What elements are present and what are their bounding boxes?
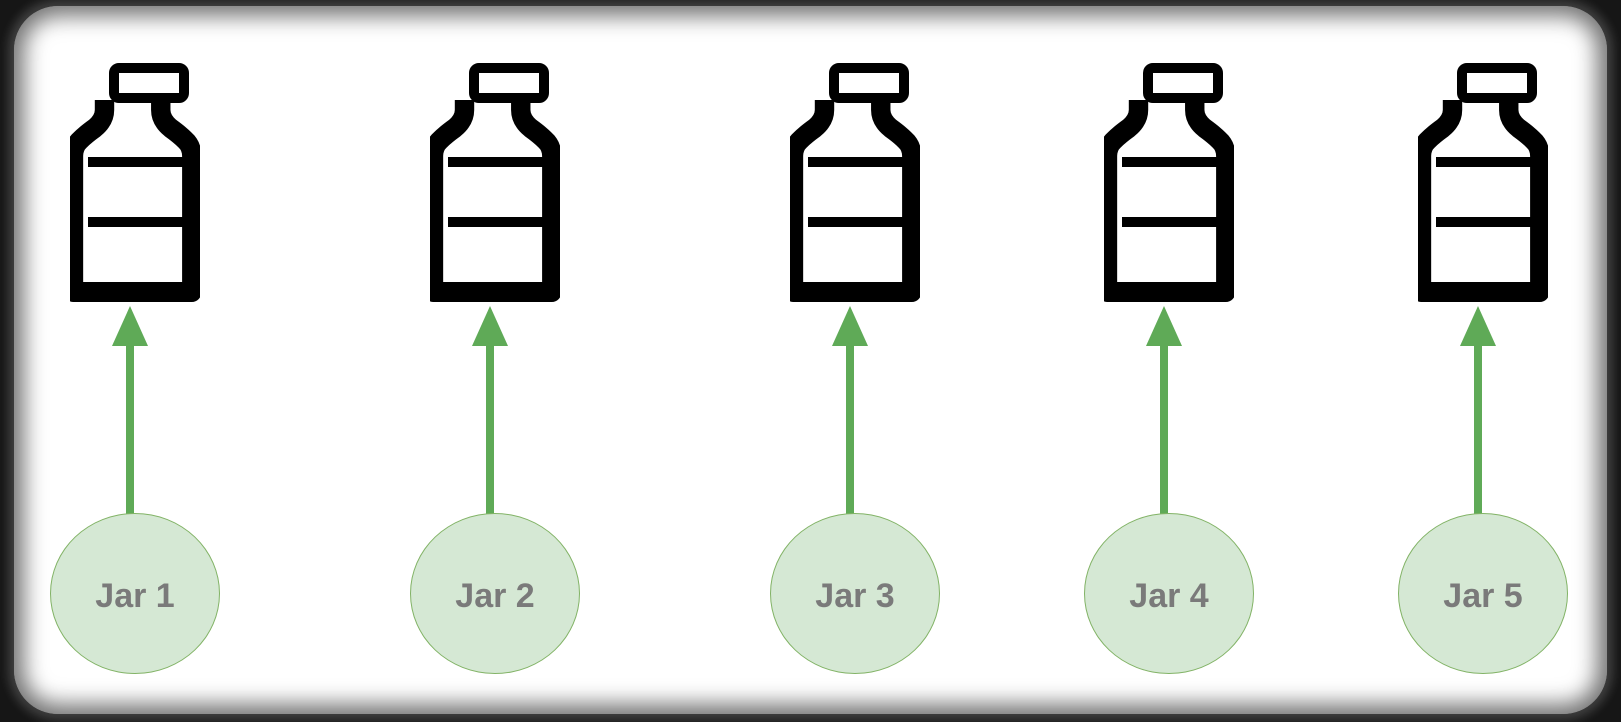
jar-column-3: Jar 3 — [765, 0, 945, 722]
jar-node-4[interactable]: Jar 4 — [1084, 513, 1254, 674]
jar-label-3: Jar 3 — [815, 577, 895, 615]
jar-label-4: Jar 4 — [1129, 577, 1209, 615]
jar-column-5: Jar 5 — [1393, 0, 1573, 722]
jar-node-3[interactable]: Jar 3 — [770, 513, 940, 674]
arrow-edge — [1460, 306, 1496, 518]
jar-label-1: Jar 1 — [95, 577, 175, 615]
bottle-icon — [70, 63, 200, 302]
jar-label-5: Jar 5 — [1443, 577, 1523, 615]
jar-column-4: Jar 4 — [1079, 0, 1259, 722]
bottle-icon — [1104, 63, 1234, 302]
jar-label-2: Jar 2 — [455, 577, 535, 615]
jar-column-2: Jar 2 — [405, 0, 585, 722]
bottle-icon — [1418, 63, 1548, 302]
jar-node-5[interactable]: Jar 5 — [1398, 513, 1568, 674]
jar-node-1[interactable]: Jar 1 — [50, 513, 220, 674]
arrow-edge — [832, 306, 868, 518]
jar-column-1: Jar 1 — [45, 0, 225, 722]
arrow-edge — [112, 306, 148, 518]
jar-node-2[interactable]: Jar 2 — [410, 513, 580, 674]
bottle-icon — [430, 63, 560, 302]
bottle-icon — [790, 63, 920, 302]
arrow-edge — [472, 306, 508, 518]
arrow-edge — [1146, 306, 1182, 518]
